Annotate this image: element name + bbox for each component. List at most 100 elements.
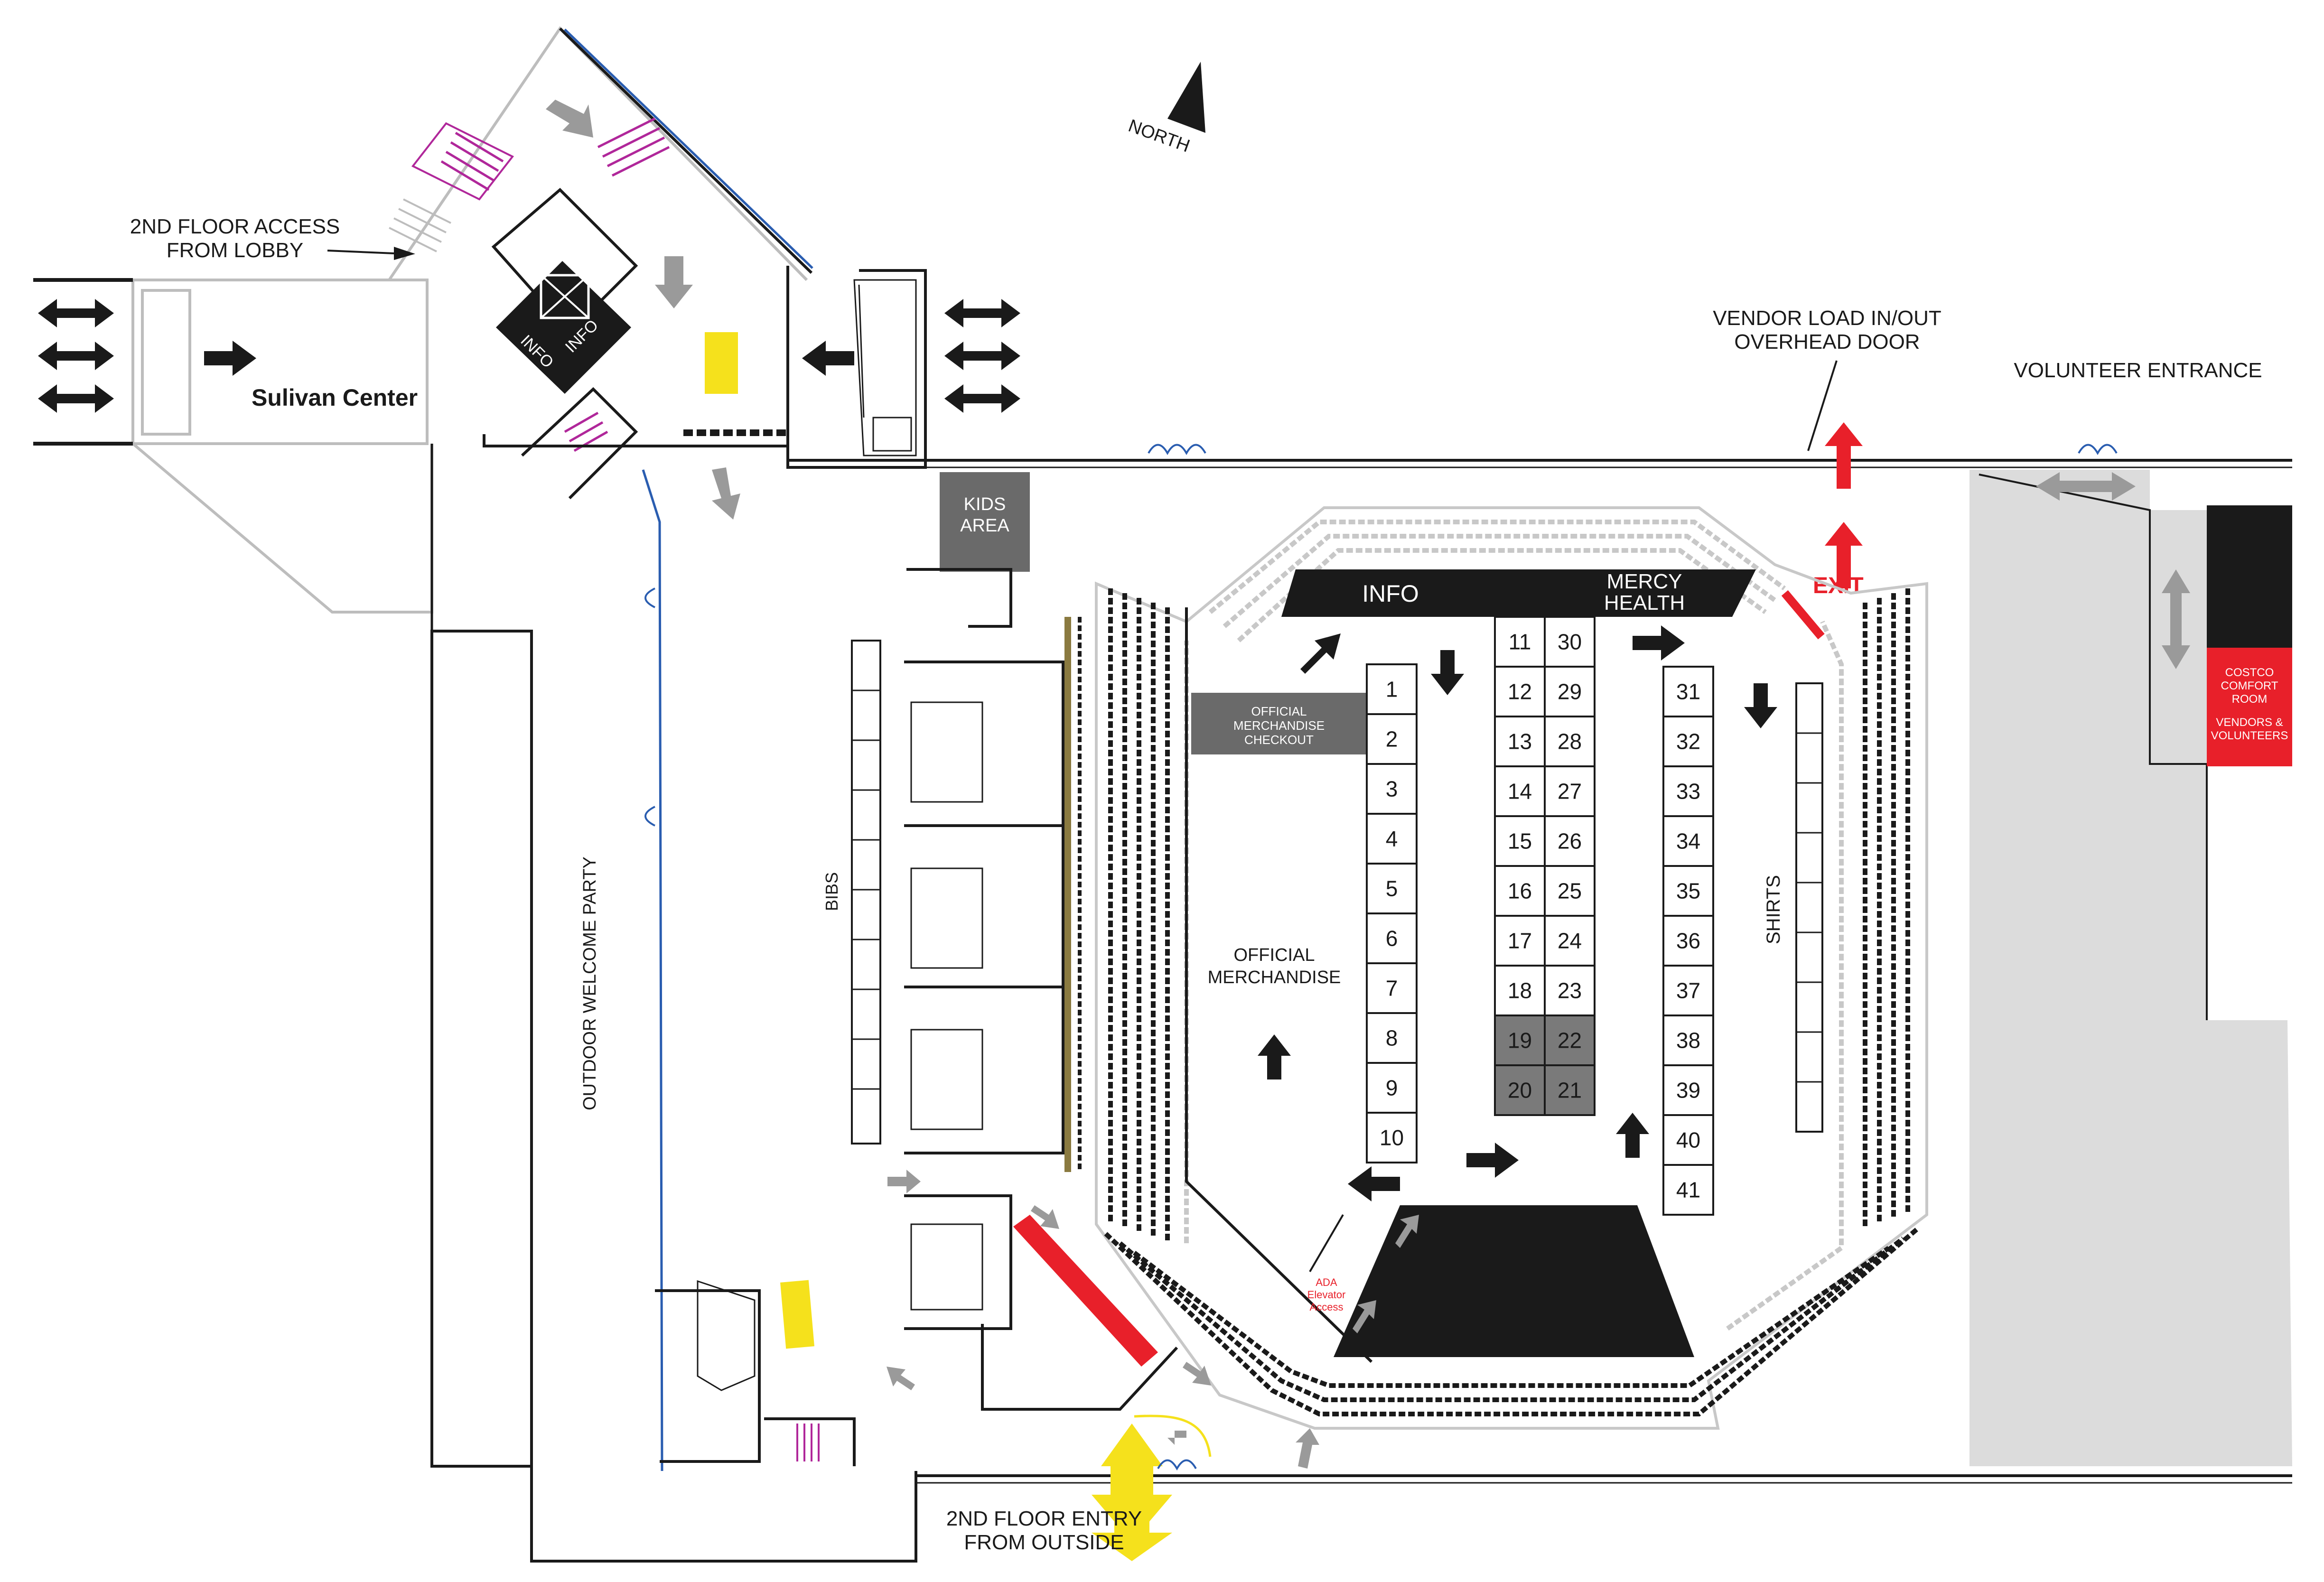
booth-label: 12 <box>1508 679 1532 704</box>
grey-arrows-stage <box>887 1170 1419 1469</box>
kids-area-line2: AREA <box>960 516 1009 536</box>
booth-16 <box>1494 865 1546 917</box>
booth-label: 13 <box>1508 729 1532 754</box>
exit-arrows <box>1781 422 1863 640</box>
arena-direction-arrows <box>1258 625 1777 1201</box>
booth-label: 32 <box>1676 729 1700 754</box>
outdoor-welcome-party-label: OUTDOOR WELCOME PARTY <box>580 856 600 1110</box>
booth-35 <box>1662 865 1714 917</box>
booth-label: 40 <box>1676 1128 1700 1153</box>
double-arrow-icon <box>38 299 1020 413</box>
grey-direction-arrows <box>546 100 740 520</box>
booth-label: 11 <box>1509 630 1531 654</box>
booth-label: 2 <box>1386 727 1398 752</box>
booth-label: 5 <box>1386 876 1398 901</box>
direction-arrow-icon <box>204 341 854 376</box>
kids-area: KIDS AREA <box>940 472 1030 572</box>
merch-checkout-line2: MERCHANDISE <box>1233 718 1325 733</box>
booth-18 <box>1494 965 1546 1016</box>
door-icon <box>644 444 2118 1471</box>
north-arrow-icon: NORTH <box>1126 62 1205 156</box>
second-floor-entry-line2: FROM OUTSIDE <box>964 1531 1124 1554</box>
vendor-load-line1: VENDOR LOAD IN/OUT <box>1713 307 1941 330</box>
booth-label: 19 <box>1508 1028 1532 1053</box>
second-floor-access-line2: FROM LOBBY <box>167 239 304 262</box>
booth-2 <box>1366 713 1418 765</box>
booth-label: 17 <box>1508 929 1532 953</box>
costco-line6: VOLUNTEERS <box>2211 729 2288 742</box>
booth-14 <box>1494 765 1546 817</box>
sulivan-center-building <box>33 26 813 614</box>
booth-17 <box>1494 915 1546 967</box>
arena-bowl <box>1095 506 1928 1430</box>
booth-label: 8 <box>1386 1026 1398 1051</box>
booth-33 <box>1662 765 1714 817</box>
booth-label: 9 <box>1386 1076 1398 1100</box>
merch-checkout: OFFICIAL MERCHANDISE CHECKOUT <box>1191 693 1367 754</box>
booth-10 <box>1366 1112 1418 1163</box>
booth-22 <box>1544 1014 1596 1066</box>
booth-label: 24 <box>1558 929 1582 953</box>
red-hallway-sign <box>1013 1215 1158 1367</box>
vendor-load-line2: OVERHEAD DOOR <box>1734 330 1920 354</box>
restrooms <box>904 568 1178 1411</box>
booth-29 <box>1544 666 1596 717</box>
booth-label: 28 <box>1558 729 1582 754</box>
shirts-label: SHIRTS <box>1763 875 1784 944</box>
booth-label: 26 <box>1558 829 1582 854</box>
booth-34 <box>1662 815 1714 867</box>
kids-area-line1: KIDS <box>964 494 1006 514</box>
booth-label: 33 <box>1676 779 1700 804</box>
booth-label: 15 <box>1508 829 1532 854</box>
booth-label: 21 <box>1558 1078 1582 1103</box>
costco-line3: ROOM <box>2232 693 2268 706</box>
second-floor-access-line1: 2ND FLOOR ACCESS <box>130 215 340 238</box>
second-floor-entry-line1: 2ND FLOOR ENTRY <box>946 1507 1142 1530</box>
booth-21 <box>1544 1064 1596 1116</box>
booth-label: 39 <box>1676 1078 1700 1103</box>
vendor-load-label: VENDOR LOAD IN/OUT OVERHEAD DOOR <box>1713 307 1941 451</box>
exit-label: EXIT <box>1813 573 1864 598</box>
booth-label: 25 <box>1558 879 1582 903</box>
booth-label: 31 <box>1676 679 1700 704</box>
service-area <box>1969 470 2292 1466</box>
booth-label: 10 <box>1380 1126 1404 1150</box>
booth-label: 29 <box>1558 679 1582 704</box>
booth-label: 22 <box>1558 1028 1582 1053</box>
booth-8 <box>1366 1012 1418 1064</box>
booth-label: 20 <box>1508 1078 1532 1103</box>
second-floor-entry: 2ND FLOOR ENTRY FROM OUTSIDE <box>946 1414 1212 1561</box>
lobby-sign <box>705 332 738 394</box>
bibs-table <box>851 640 881 1145</box>
stage <box>1334 1205 1694 1357</box>
merch-checkout-line1: OFFICIAL <box>1251 704 1307 718</box>
second-floor-access-label: 2ND FLOOR ACCESS FROM LOBBY <box>130 215 415 262</box>
booth-31 <box>1662 666 1714 717</box>
ada-line2: Elevator <box>1307 1289 1346 1301</box>
costco-comfort-room: COSTCO COMFORT ROOM VENDORS & VOLUNTEERS <box>2207 505 2292 766</box>
booth-20 <box>1494 1064 1546 1116</box>
booth-5 <box>1366 863 1418 914</box>
booth-38 <box>1662 1014 1714 1066</box>
booth-label: 38 <box>1676 1028 1700 1053</box>
booth-label: 37 <box>1676 978 1700 1003</box>
stairs-icon <box>389 117 670 452</box>
booth-1 <box>1366 663 1418 715</box>
official-merchandise-line2: MERCHANDISE <box>1208 968 1341 987</box>
booth-label: 30 <box>1558 630 1582 654</box>
official-merchandise-line1: OFFICIAL <box>1233 945 1315 965</box>
shirts-table <box>1795 682 1823 1133</box>
mercy-health-line2: HEALTH <box>1604 591 1685 614</box>
sulivan-center-label: Sulivan Center <box>252 384 418 411</box>
merch-checkout-line3: CHECKOUT <box>1244 733 1314 747</box>
volunteer-entrance-label: VOLUNTEER ENTRANCE <box>2014 359 2262 382</box>
costco-line5: VENDORS & <box>2216 716 2283 729</box>
booth-label: 14 <box>1508 779 1532 804</box>
bibs-label: BIBS <box>822 872 841 911</box>
ada-line1: ADA <box>1316 1276 1337 1288</box>
info-stage: INFO MERCY HEALTH <box>1281 569 1756 617</box>
